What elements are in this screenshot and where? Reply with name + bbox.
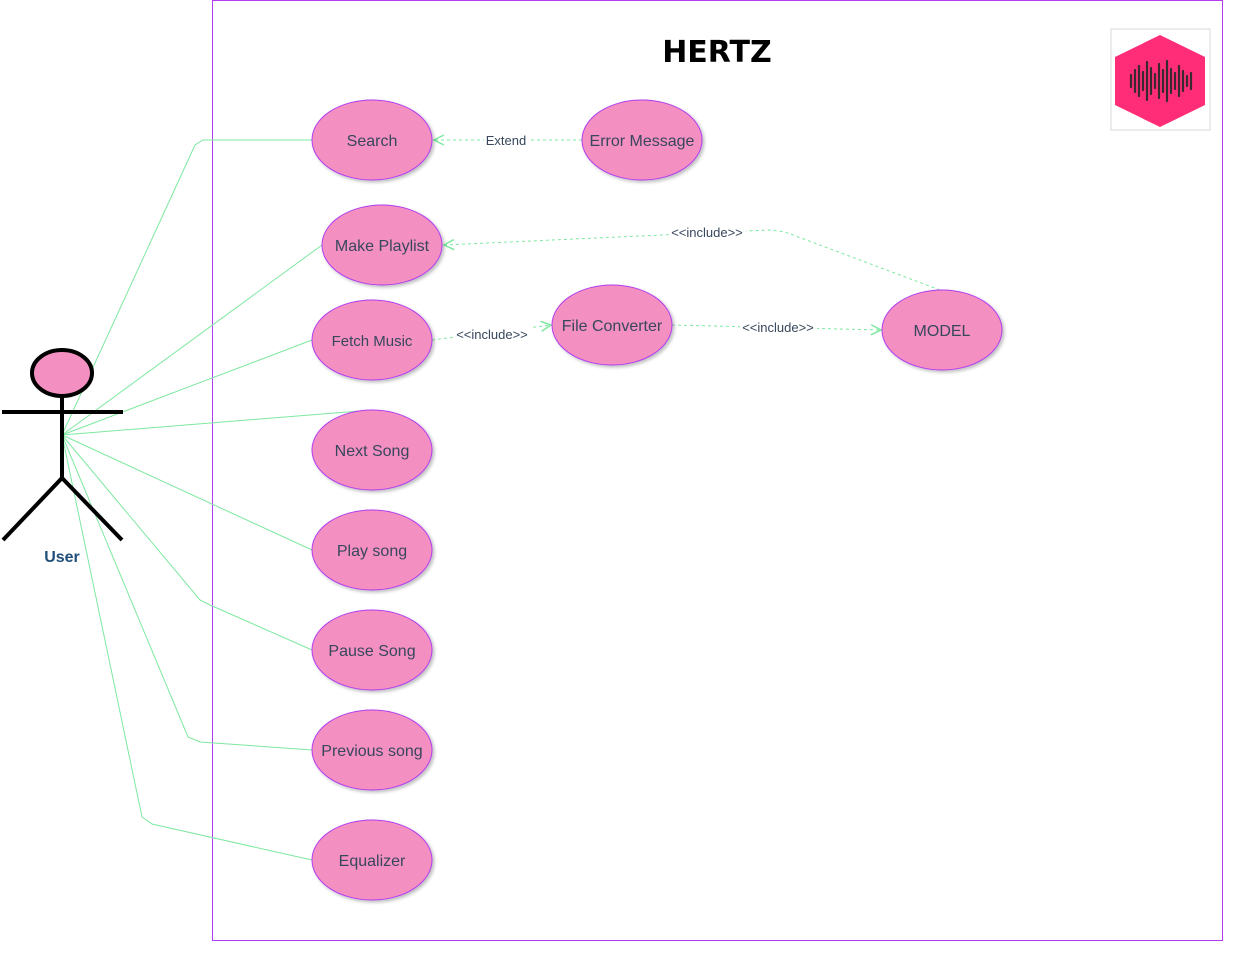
usecase-file-converter-label: File Converter	[562, 318, 663, 335]
usecase-next-song[interactable]	[311, 409, 433, 491]
usecase-fetch-music-label: Fetch Music	[332, 333, 413, 350]
usecase-fetch-music[interactable]	[311, 299, 433, 381]
usecase-error-message-label: Error Message	[590, 133, 695, 150]
usecase-previous-song-label: Previous song	[321, 743, 422, 760]
usecase-file-converter[interactable]	[551, 284, 673, 366]
usecase-previous-song[interactable]	[311, 709, 433, 791]
sound-wave-logo	[1110, 28, 1211, 131]
include-label-converter: <<include>>	[742, 320, 814, 335]
system-boundary	[212, 0, 1223, 941]
include-label-playlist: <<include>>	[671, 225, 743, 240]
usecase-model-label: MODEL	[914, 323, 971, 340]
extend-label: Extend	[486, 133, 526, 148]
usecase-pause-song-label: Pause Song	[328, 643, 415, 660]
usecase-pause-song[interactable]	[311, 609, 433, 691]
usecase-play-song-label: Play song	[337, 543, 407, 560]
association-next-song	[61, 409, 373, 436]
usecase-error-message[interactable]	[581, 99, 703, 181]
usecase-search[interactable]	[311, 99, 433, 181]
association-play-song	[61, 434, 313, 551]
association-fetch-music	[61, 339, 313, 436]
association-equalizer	[61, 434, 313, 861]
usecase-next-song-label: Next Song	[335, 443, 410, 460]
usecase-equalizer-label: Equalizer	[339, 853, 406, 870]
actor-label: User	[44, 549, 80, 566]
usecase-play-song[interactable]	[311, 509, 433, 591]
usecase-make-playlist[interactable]	[321, 204, 443, 286]
usecase-make-playlist-label: Make Playlist	[335, 238, 430, 255]
association-previous-song	[61, 434, 313, 751]
include-playlist-line	[444, 229, 941, 291]
associations	[61, 139, 373, 861]
diagram-title: HERTZ	[662, 35, 772, 70]
include-fetch-line	[431, 325, 551, 341]
usecase-search-label: Search	[347, 133, 398, 150]
usecase-model[interactable]	[881, 289, 1003, 371]
association-make-playlist	[61, 244, 323, 436]
actor-head-icon	[30, 348, 94, 398]
usecase-equalizer[interactable]	[311, 819, 433, 901]
user-actor[interactable]: User	[1, 348, 124, 566]
association-pause-song	[61, 434, 313, 651]
association-search	[61, 139, 312, 436]
include-label-fetch: <<include>>	[456, 327, 528, 342]
